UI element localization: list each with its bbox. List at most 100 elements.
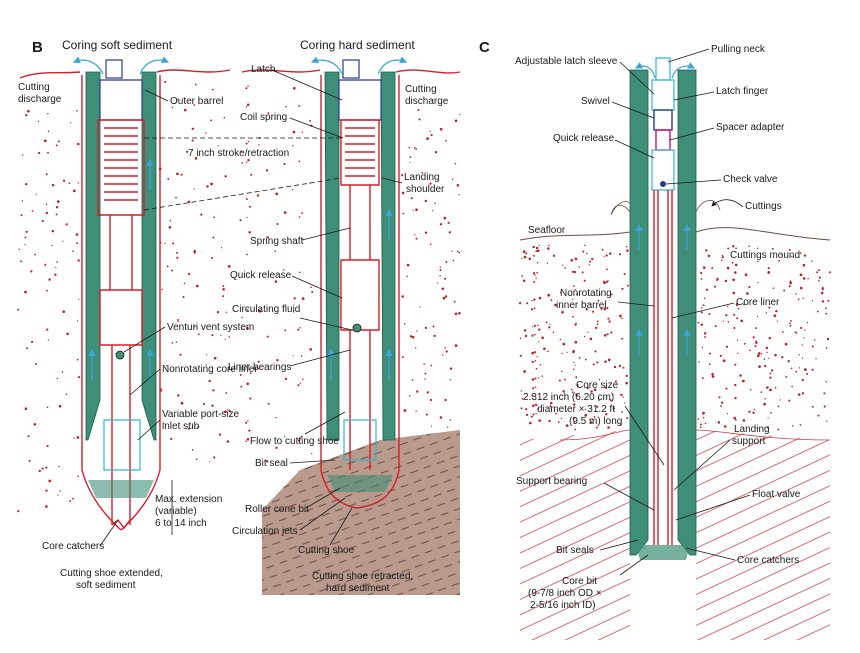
sediment-speck	[700, 278, 703, 280]
sediment-background-b	[17, 69, 461, 595]
sediment-speck	[218, 433, 222, 436]
sediment-speck	[801, 392, 805, 395]
sediment-speck	[536, 271, 539, 274]
sediment-speck	[222, 285, 225, 287]
sediment-speck	[521, 257, 523, 260]
leader-float-valve	[675, 494, 751, 521]
sediment-speck	[444, 277, 447, 280]
sediment-speck	[736, 317, 739, 320]
sediment-speck	[247, 85, 249, 87]
sediment-speck	[725, 314, 728, 317]
sediment-speck	[589, 337, 593, 341]
sediment-speck	[424, 372, 427, 375]
sediment-speck	[521, 275, 524, 277]
sediment-speck	[246, 438, 250, 441]
sediment-speck	[571, 270, 575, 273]
sediment-speck	[194, 83, 197, 86]
sediment-speck	[536, 261, 539, 264]
sediment-speck	[766, 351, 768, 353]
sediment-speck	[711, 375, 715, 378]
sediment-speck	[283, 162, 286, 166]
sediment-speck	[605, 280, 609, 283]
sediment-speck	[24, 243, 26, 246]
sediment-speck	[17, 308, 19, 311]
sediment-speck	[714, 285, 717, 288]
sediment-speck	[430, 243, 432, 245]
leader-quick-release-b	[291, 275, 343, 299]
sediment-speck	[742, 419, 746, 422]
sediment-speck	[257, 360, 260, 363]
sediment-speck	[798, 367, 801, 369]
leader-quick-release-c	[614, 139, 655, 159]
sediment-speck	[309, 348, 312, 351]
sediment-speck	[38, 469, 41, 473]
sediment-speck	[301, 212, 304, 215]
sediment-speck	[604, 334, 607, 337]
sediment-speck	[610, 331, 613, 334]
sediment-speck	[575, 376, 578, 379]
sediment-speck	[548, 419, 551, 423]
sediment-speck	[193, 188, 195, 190]
sediment-speck	[35, 193, 37, 195]
sediment-speck	[408, 146, 410, 149]
sediment-speck	[21, 154, 24, 156]
sediment-speck	[18, 248, 20, 251]
sediment-speck	[582, 250, 585, 253]
sediment-speck	[208, 461, 210, 463]
sediment-speck	[798, 354, 801, 356]
sediment-speck	[228, 336, 231, 338]
sediment-speck	[180, 173, 183, 176]
sediment-speck	[33, 423, 37, 426]
sediment-speck	[622, 366, 625, 369]
sediment-speck	[441, 354, 444, 356]
sediment-speck	[538, 296, 542, 300]
sediment-speck	[726, 266, 730, 270]
sediment-speck	[619, 314, 622, 318]
sediment-speck	[775, 309, 778, 313]
sediment-speck	[581, 271, 584, 274]
label-core-catchers-b: Core catchers	[42, 541, 104, 552]
sediment-speck	[274, 250, 277, 253]
sediment-speck	[73, 437, 75, 439]
sediment-speck	[171, 342, 174, 344]
sediment-speck	[56, 377, 59, 380]
sediment-speck	[283, 435, 286, 437]
sediment-speck	[299, 437, 302, 440]
label-core-bit-1: Core bit	[562, 576, 597, 587]
sediment-speck	[752, 411, 755, 414]
sediment-speck	[721, 256, 724, 259]
label-nonrotating-inner-1: Nonrotating	[560, 288, 612, 299]
sediment-speck	[701, 377, 704, 380]
sediment-speck	[603, 255, 605, 258]
sediment-speck	[714, 325, 717, 328]
sediment-speck	[444, 295, 448, 298]
sediment-speck	[536, 356, 538, 358]
sediment-speck	[245, 87, 248, 90]
label-variable-port-1: Variable port-size	[162, 409, 240, 420]
sediment-speck	[607, 317, 610, 320]
sediment-speck	[421, 171, 424, 174]
sediment-speck	[796, 332, 798, 335]
sediment-speck	[176, 256, 179, 259]
sediment-speck	[702, 411, 705, 415]
sediment-speck	[246, 253, 249, 256]
sediment-speck	[441, 287, 445, 291]
sediment-speck	[257, 367, 260, 370]
sediment-speck	[788, 249, 791, 251]
sediment-speck	[573, 421, 576, 423]
sediment-speck	[822, 289, 824, 291]
sediment-speck	[293, 297, 296, 300]
sediment-speck	[583, 279, 586, 282]
sediment-speck	[213, 456, 216, 459]
sediment-speck	[160, 388, 162, 390]
sediment-speck	[519, 354, 522, 357]
sediment-speck	[774, 386, 777, 389]
sediment-speck	[433, 334, 436, 338]
sediment-speck	[246, 272, 248, 274]
label-core-size-4: (9.5 m) long	[569, 416, 622, 427]
sediment-speck	[725, 345, 729, 348]
sediment-speck	[571, 391, 574, 394]
sediment-speck	[534, 360, 537, 362]
label-circulation-jets: Circulation jets	[232, 526, 298, 537]
sediment-speck	[45, 466, 48, 469]
